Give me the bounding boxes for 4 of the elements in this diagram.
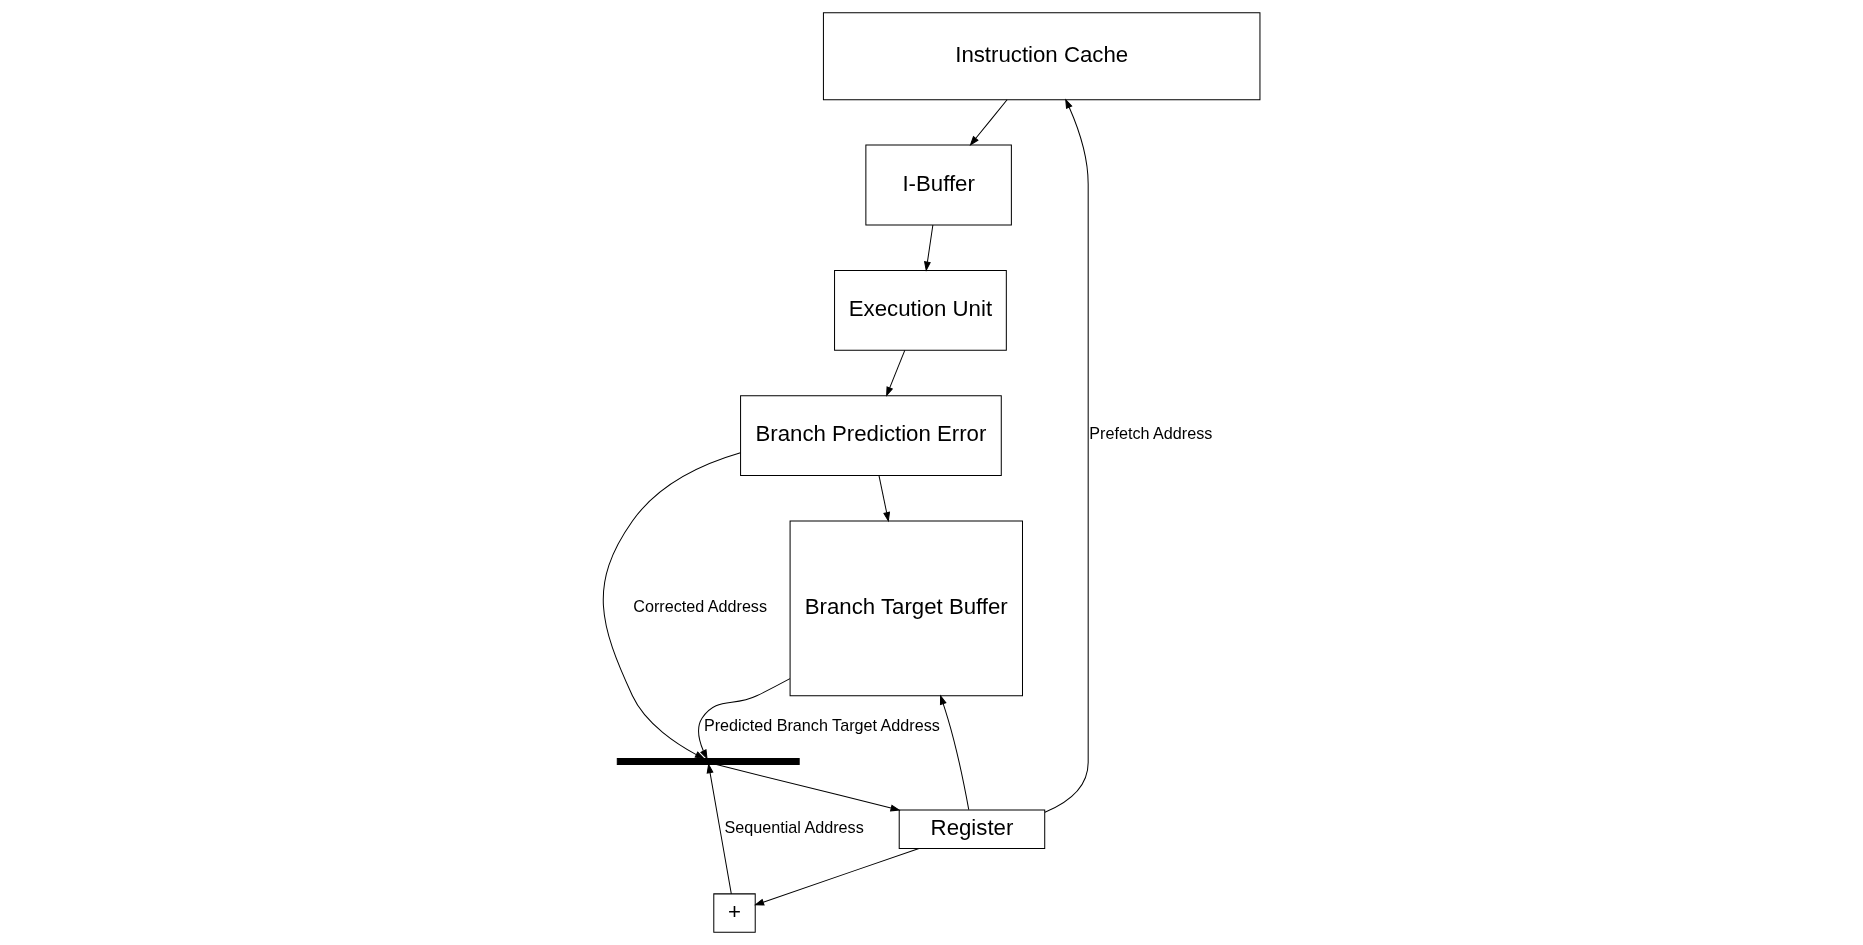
edge-label: Predicted Branch Target Address — [703, 715, 940, 734]
edge-label: Sequential Address — [724, 818, 864, 837]
edge-label: Prefetch Address — [1089, 424, 1213, 443]
edge-label: Corrected Address — [633, 597, 768, 616]
